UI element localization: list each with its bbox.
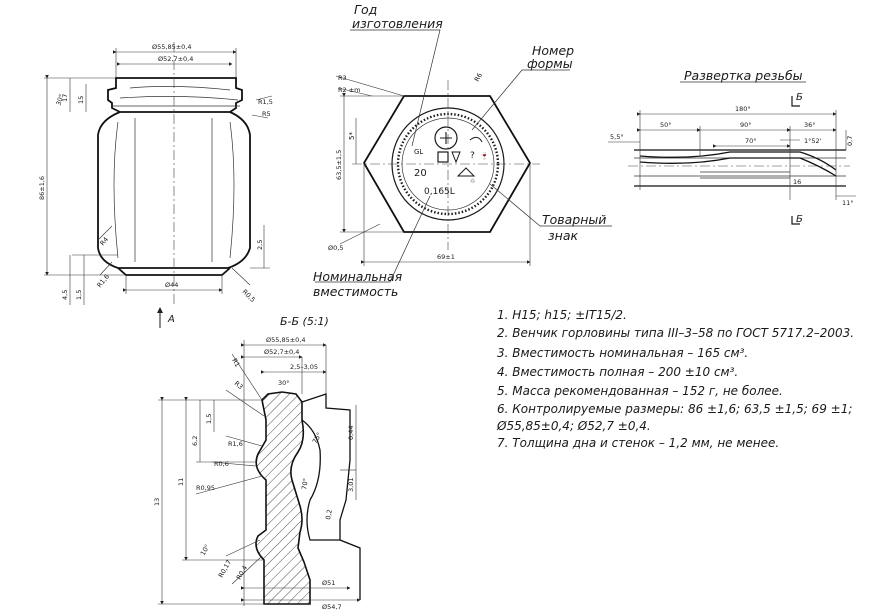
note-1: 1. Н15; h15; ±IT15/2. bbox=[497, 308, 627, 322]
dim-a36: 36° bbox=[804, 121, 816, 129]
sec-h301: 3,01 bbox=[347, 478, 355, 492]
sec-a70: 70° bbox=[300, 478, 310, 491]
note-6: 6. Контролируемые размеры: 86 ±1,6; 63,5… bbox=[497, 402, 852, 416]
sec-r06: R0,6 bbox=[214, 460, 229, 468]
sec-a30: 30° bbox=[278, 379, 290, 387]
dim-total: 180° bbox=[735, 105, 751, 113]
dim-h25: 2,5 bbox=[256, 240, 264, 250]
dim-d05: Ø0,5 bbox=[328, 244, 343, 252]
note-6-cont: Ø55,85±0,4; Ø52,7 ±0,4. bbox=[496, 419, 651, 433]
dim-h16: 16 bbox=[793, 178, 801, 186]
sec-r16: R1,6 bbox=[228, 440, 243, 448]
trademark-emblem: ? 🍷 ♲ bbox=[434, 126, 489, 185]
sec-d547: Ø54,7 bbox=[322, 603, 342, 611]
dim-a90: 90° bbox=[740, 121, 752, 129]
label-vmestimost: вместимость bbox=[313, 284, 398, 299]
note-4: 4. Вместимость полная – 200 ±10 см³. bbox=[497, 365, 738, 379]
label-izgotovleniya: изготовления bbox=[352, 16, 443, 31]
dim-h07: 0,7 bbox=[846, 136, 854, 146]
emblem-gl: GL bbox=[414, 148, 423, 156]
view-a-label: А bbox=[167, 314, 175, 325]
label-god: Год bbox=[354, 2, 377, 17]
sec-h02: 0,2 bbox=[324, 509, 334, 521]
section-title: Б-Б (5:1) bbox=[280, 315, 329, 328]
sec-a10: 10° bbox=[199, 543, 212, 557]
sec-h11: 11 bbox=[177, 478, 185, 486]
dim-r3-top: R3 bbox=[338, 74, 347, 82]
technical-notes: 1. Н15; h15; ±IT15/2. 2. Венчик горловин… bbox=[496, 308, 854, 450]
svg-text:?: ? bbox=[470, 151, 475, 161]
dim-a152: 1°52' bbox=[804, 137, 822, 145]
section-mark-top: Б bbox=[796, 92, 803, 103]
dim-deg: 30° bbox=[54, 93, 65, 107]
note-5: 5. Масса рекомендованная – 152 г, не бол… bbox=[497, 384, 783, 398]
sec-d5585: Ø55,85±0,4 bbox=[266, 336, 306, 344]
label-znak: знак bbox=[548, 228, 578, 243]
dim-h45: 4,5 bbox=[61, 290, 69, 300]
dim-r05: R0,5 bbox=[241, 288, 257, 304]
jar-side-view: Ø55,85±0,4 Ø52,7±0,4 86±1,6 17 15 30° R1… bbox=[38, 42, 273, 328]
sec-h62: 6,2 bbox=[191, 436, 199, 446]
note-2: 2. Венчик горловины типа III–3–58 по ГОС… bbox=[497, 326, 854, 340]
emblem-year: 20 bbox=[414, 168, 427, 179]
dim-top-diam: Ø55,85±0,4 bbox=[152, 43, 192, 51]
dim-thread-diam: Ø52,7±0,4 bbox=[158, 55, 193, 63]
note-3: 3. Вместимость номинальная – 165 см³. bbox=[497, 346, 748, 360]
dim-height: 86±1,6 bbox=[38, 176, 46, 200]
section-mark-bottom: Б bbox=[796, 214, 803, 225]
dim-r-outer: R2 ±m bbox=[338, 86, 361, 94]
dim-h17: 17 bbox=[61, 94, 69, 102]
sec-r1: R1 bbox=[230, 357, 241, 368]
dim-h11: 11° bbox=[842, 199, 854, 207]
dim-r6: R6 bbox=[473, 72, 484, 83]
svg-text:♲: ♲ bbox=[470, 178, 475, 185]
note-7: 7. Толщина дна и стенок – 1,2 мм, не мен… bbox=[497, 436, 779, 450]
dim-a50: 50° bbox=[660, 121, 672, 129]
emblem-volume: 0,165L bbox=[424, 187, 455, 197]
dim-r4: R4 bbox=[98, 236, 110, 248]
dim-bottom-diam: Ø44 bbox=[165, 281, 178, 289]
dim-r5: R5 bbox=[262, 110, 271, 118]
label-nominalnaya: Номинальная bbox=[313, 269, 403, 284]
label-tovarny: Товарный bbox=[542, 212, 606, 227]
dim-h635: 63,5±1,5 bbox=[335, 150, 343, 180]
dim-h5: 5* bbox=[348, 132, 356, 140]
sec-h15: 1,5 bbox=[205, 414, 213, 424]
dim-r15: R1,5 bbox=[258, 98, 273, 106]
thread-unroll-view: Развертка резьбы Б Б 180° 50° 90° 3 bbox=[608, 68, 856, 225]
sec-a75: 75° bbox=[311, 431, 324, 445]
sec-r3: R3 bbox=[233, 379, 245, 391]
dim-width: 69±1 bbox=[437, 253, 455, 261]
svg-text:🍷: 🍷 bbox=[480, 151, 489, 160]
dim-a70: 70° bbox=[745, 137, 757, 145]
sec-h2505: 2,5–3,05 bbox=[290, 363, 318, 371]
sec-h044: 0,44 bbox=[347, 426, 355, 440]
sec-r017: R0,17 bbox=[217, 559, 233, 579]
sec-r095: R0,95 bbox=[196, 484, 215, 492]
sec-d527: Ø52,7±0,4 bbox=[264, 348, 299, 356]
dim-a55: 5,5° bbox=[610, 133, 624, 141]
section-view: Б-Б (5:1) Ø55,85±0,4 bbox=[153, 315, 361, 611]
label-formy: формы bbox=[527, 56, 573, 71]
sec-h13: 13 bbox=[153, 498, 161, 506]
jar-top-view: ? 🍷 ♲ GL 20 0,165L R3 R2 ±m R6 5* 63,5±1… bbox=[313, 2, 612, 299]
sec-r04: R0,4 bbox=[235, 564, 249, 581]
dim-h15: 15 bbox=[77, 96, 85, 104]
sec-d51: Ø51 bbox=[322, 579, 335, 587]
dim-h15b: 1,5 bbox=[75, 290, 83, 300]
label-razvertka: Развертка резьбы bbox=[684, 68, 803, 83]
label-nomer: Номер bbox=[532, 43, 574, 58]
